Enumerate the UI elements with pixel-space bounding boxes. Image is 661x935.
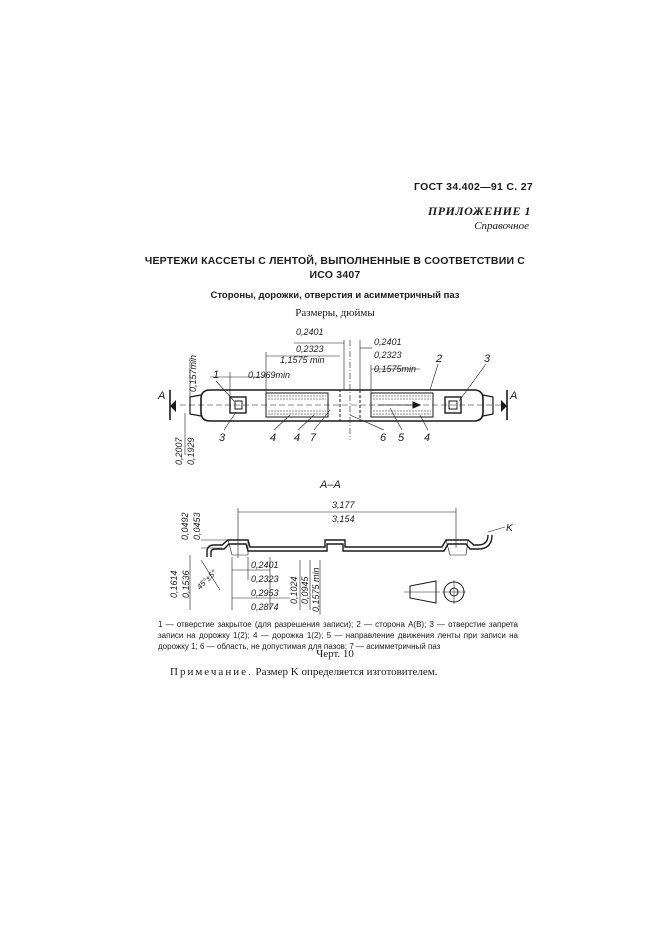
appendix-title: ПРИЛОЖЕНИЕ 1 [427,204,531,218]
note-text: Размер K определяется изготовителем. [252,666,438,678]
figure-caption: 1 — отверстие закрытое (для разрешения з… [158,620,518,651]
dim-0-1614: 0,1614 [169,570,179,598]
dim-0-1536: 0,1536 [181,570,191,598]
callout-3-left: 3 [219,432,226,444]
dim-0-2953: 0,2953 [251,588,279,598]
callout-5: 5 [398,432,405,444]
section-view [189,508,506,615]
dim-0-1575min: 0,1575min [374,364,416,374]
dim-0-0453: 0,0453 [192,512,202,540]
dim-0-1929: 0,1929 [186,437,196,465]
section-title: A–A [319,479,341,491]
dim-k: K [506,523,514,534]
callout-2: 2 [435,353,442,365]
callout-1: 1 [213,369,219,381]
callout-7: 7 [310,432,317,444]
top-view-dimensions [184,340,420,455]
callout-4-b: 4 [294,432,300,444]
dim-0-2874: 0,2874 [251,602,279,612]
dim-0-2323-b: 0,2323 [374,350,402,360]
dim-3-154: 3,154 [332,514,355,524]
document-heading: ЧЕРТЕЖИ КАССЕТЫ С ЛЕНТОЙ, ВЫПОЛНЕННЫЕ В … [140,254,530,282]
page-header: ГОСТ 34.402—91 С. 27 [414,181,533,193]
dim-0-2323-a: 0,2323 [296,344,324,354]
dim-0-1024: 0,1024 [289,576,299,604]
dim-0-2323-c: 0,2323 [251,574,279,584]
callout-4-c: 4 [424,432,430,444]
dim-angle: 45°±5° [195,567,219,591]
units-label: Размеры, дюймы [295,307,375,319]
section-mark-left: A [157,390,165,402]
section-mark-right: A [509,390,517,402]
dim-0-0945: 0,0945 [300,575,310,604]
dim-0-2401-c: 0,2401 [251,560,279,570]
note-label: Примечание. [170,666,253,678]
callout-3-right: 3 [484,353,491,365]
figure-label: Черт. 10 [316,648,354,660]
heading-line-2: ИСО 3407 [309,269,361,281]
drawing-subtitle: Стороны, дорожки, отверстия и асимметрич… [210,290,460,301]
dim-1-1575min: 1,1575 min [280,355,325,365]
heading-line-1: ЧЕРТЕЖИ КАССЕТЫ С ЛЕНТОЙ, ВЫПОЛНЕННЫЕ В … [144,255,526,267]
callout-6: 6 [380,432,387,444]
dim-0-157min: 0,157min [188,355,198,392]
dim-0-2401-b: 0,2401 [374,337,402,347]
dim-0-1969min: 0,1969min [248,370,290,380]
dim-3-177: 3,177 [332,500,356,510]
dim-0-0492: 0,0492 [180,512,190,540]
cassette-top-view [169,340,508,440]
dim-0-1575-min: 0,1575 min [311,567,321,612]
dim-0-2401-a: 0,2401 [296,327,324,337]
appendix-subtitle: Справочное [474,220,529,232]
projection-symbol-icon [404,580,466,604]
callout-4-a: 4 [270,432,276,444]
note: Примечание. Размер K определяется изгото… [170,666,437,678]
dim-0-2007: 0,2007 [174,436,184,465]
